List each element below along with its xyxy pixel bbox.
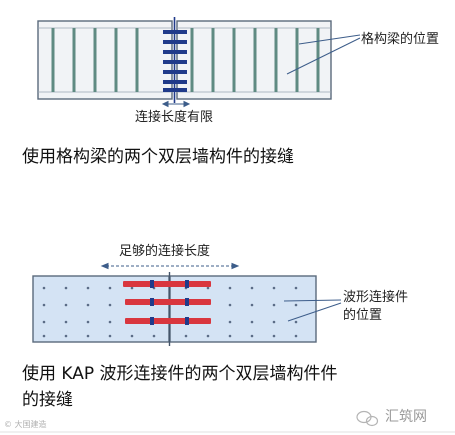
lattice-joint-diagram: [37, 17, 361, 108]
bottom-caption-line2: 的接缝: [22, 390, 73, 410]
sufficient-length-label: 足够的连接长度: [119, 244, 211, 259]
seam-tabs: [150, 280, 189, 325]
kap-wave-connector: [123, 281, 211, 287]
kap-position-label-line1: 波形连接件: [343, 290, 409, 305]
lattice-leader-lines: [286, 34, 361, 75]
left-wall-panel: [37, 20, 173, 100]
kap-joint-diagram: [32, 262, 342, 346]
kap-position-label-line2: 的位置: [343, 308, 383, 323]
sufficient-length-arrow: [100, 262, 240, 270]
bottom-caption-line1: 使用 KAP 波形连接件的两个双层墙构件件: [22, 364, 338, 384]
kap-wave-connector: [125, 299, 211, 305]
wechat-icon: [356, 410, 379, 427]
lattice-girders: [51, 28, 320, 92]
limited-length-label: 连接长度有限: [135, 110, 214, 125]
watermark-left: © 大国建造: [4, 420, 47, 429]
kap-wave-connector: [125, 318, 211, 324]
lattice-position-label: 格构梁的位置: [361, 32, 440, 47]
watermark-right: 汇筑网: [385, 409, 427, 425]
kap-leader-lines: [283, 299, 342, 322]
limited-length-arrow: [161, 100, 191, 108]
panel-dots: [42, 286, 298, 338]
top-caption: 使用格构梁的两个双层墙构件的接缝: [22, 147, 294, 167]
